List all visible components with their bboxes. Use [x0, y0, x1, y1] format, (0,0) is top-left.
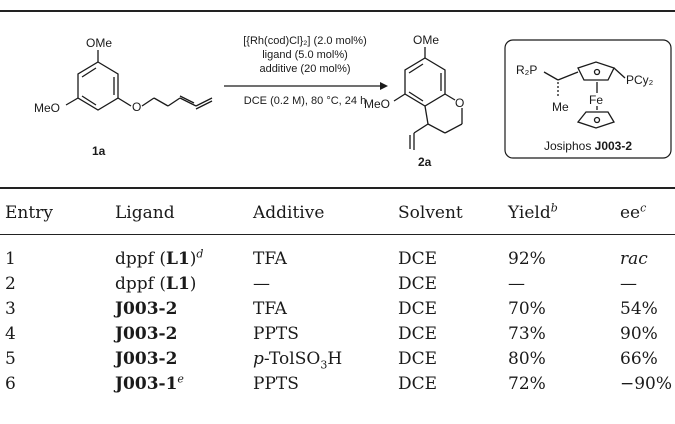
cell-ligand: dppf (L1)d	[115, 246, 204, 269]
cell-ee: 66%	[620, 348, 658, 369]
cell-solvent: DCE	[398, 298, 438, 319]
cell-additive: —	[253, 273, 270, 294]
cell-solvent: DCE	[398, 248, 438, 269]
header-bottom-rule	[0, 234, 675, 235]
reagent-line-2: ligand (5.0 mol%)	[262, 49, 348, 61]
table-row: 5 J003-2 p-TolSO3H DCE 80% 66%	[0, 346, 675, 371]
product-o-label: O	[455, 96, 464, 110]
cell-ligand: J003-2	[115, 348, 178, 369]
cell-solvent: DCE	[398, 273, 438, 294]
table-row: 2 dppf (L1) — DCE — —	[0, 271, 675, 296]
substrate-meo-label: MeO	[34, 101, 60, 115]
cell-entry: 5	[5, 348, 16, 369]
cell-yield: 70%	[508, 298, 546, 319]
cell-ligand: J003-1e	[115, 371, 184, 394]
cell-yield: —	[508, 273, 525, 294]
ligand-me-label: Me	[552, 100, 569, 114]
ligand-structure	[543, 61, 626, 129]
table-row: 4 J003-2 PPTS DCE 73% 90%	[0, 321, 675, 346]
cell-solvent: DCE	[398, 323, 438, 344]
table-row: 6 J003-1e PPTS DCE 72% −90%	[0, 371, 675, 396]
cell-ligand: J003-2	[115, 323, 178, 344]
cell-additive: PPTS	[253, 323, 299, 344]
cell-additive: PPTS	[253, 373, 299, 394]
cell-ee: 54%	[620, 298, 658, 319]
results-table: Entry Ligand Additive Solvent Yieldb eec…	[0, 194, 675, 396]
ligand-r2p-label: R₂P	[516, 63, 537, 77]
cell-entry: 2	[5, 273, 16, 294]
cell-solvent: DCE	[398, 348, 438, 369]
product-ome-label: OMe	[413, 33, 439, 47]
product-structure	[393, 47, 463, 150]
reaction-scheme: OMe MeO O 1a [{Rh(cod)Cl}₂] (2.0 mol%) l…	[34, 33, 672, 169]
header-ligand: Ligand	[115, 203, 175, 223]
arrow-head-icon	[380, 82, 388, 90]
ligand-caption: Josiphos J003-2	[544, 139, 632, 153]
cell-additive: p-TolSO3H	[253, 348, 343, 371]
substrate-label: 1a	[92, 144, 106, 158]
header-solvent: Solvent	[398, 203, 463, 223]
ligand-caption-prefix: Josiphos	[544, 139, 595, 153]
header-additive: Additive	[253, 203, 325, 223]
ligand-pcy2-label: PCy₂	[626, 73, 654, 87]
substrate-structure	[65, 50, 213, 111]
cell-entry: 3	[5, 298, 16, 319]
header-ee: eec	[620, 201, 647, 223]
reagent-line-1: [{Rh(cod)Cl}₂] (2.0 mol%)	[243, 35, 366, 47]
product-meo-label: MeO	[364, 97, 390, 111]
cell-additive: TFA	[253, 248, 287, 269]
cell-ee: −90%	[620, 373, 673, 394]
cell-yield: 80%	[508, 348, 546, 369]
header-yield-footnote: b	[550, 201, 558, 215]
cell-entry: 1	[5, 248, 16, 269]
cell-ee: —	[620, 273, 637, 294]
scheme-bottom-rule	[0, 187, 675, 189]
cell-ee: rac	[620, 248, 648, 269]
substrate-o-label: O	[132, 100, 141, 114]
cell-additive: TFA	[253, 298, 287, 319]
cell-solvent: DCE	[398, 373, 438, 394]
cell-yield: 92%	[508, 248, 546, 269]
cell-entry: 4	[5, 323, 16, 344]
cell-ee: 90%	[620, 323, 658, 344]
top-rule	[0, 10, 675, 12]
table-row: 1 dppf (L1)d TFA DCE 92% rac	[0, 234, 675, 271]
reagent-line-3: additive (20 mol%)	[259, 63, 350, 75]
cell-ligand: dppf (L1)	[115, 273, 197, 294]
table-row: 3 J003-2 TFA DCE 70% 54%	[0, 296, 675, 321]
ligand-fe-label: Fe	[589, 93, 603, 107]
header-yield: Yieldb	[508, 201, 558, 223]
cell-yield: 72%	[508, 373, 546, 394]
table-header-row: Entry Ligand Additive Solvent Yieldb eec	[0, 194, 675, 234]
cell-ligand: J003-2	[115, 298, 178, 319]
product-label: 2a	[418, 155, 432, 169]
reaction-conditions: DCE (0.2 M), 80 °C, 24 h	[244, 95, 366, 107]
header-entry: Entry	[5, 203, 53, 223]
ligand-caption-code: J003-2	[595, 139, 633, 153]
substrate-ome-label: OMe	[86, 36, 112, 50]
cell-yield: 73%	[508, 323, 546, 344]
ligand-box	[504, 39, 672, 159]
cell-entry: 6	[5, 373, 16, 394]
header-ee-footnote: c	[640, 201, 647, 215]
